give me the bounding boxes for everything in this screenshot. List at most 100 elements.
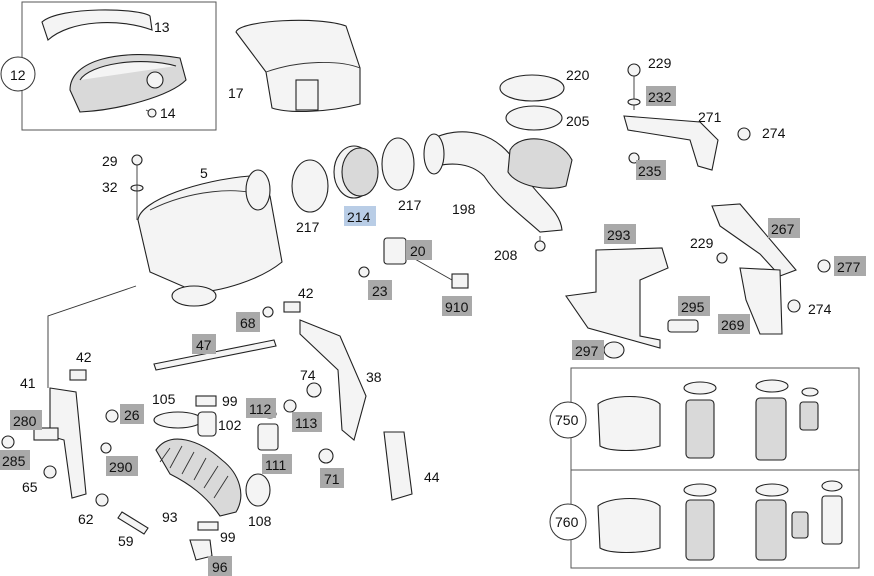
highlight-297 [572,340,604,360]
filter-kit-750-parts [597,379,819,461]
label-293: 293 [607,227,631,243]
highlight-235 [636,160,666,180]
clamp-217a-part [291,159,329,213]
label-59: 59 [118,533,134,549]
clamp-217b-part [381,137,415,191]
label-290: 290 [109,459,133,475]
label-74: 74 [300,367,316,383]
spacer-71-part [318,448,334,464]
sensor-20-part [383,237,407,265]
seal-ring-205-part [505,105,563,131]
highlight-277 [834,256,866,276]
label-99a: 99 [222,393,238,409]
bracket-271-part [623,115,719,171]
bolt-229b-part [716,252,728,264]
label-62: 62 [78,511,94,527]
label-5: 5 [200,165,208,181]
grommet-290-part [100,442,112,454]
label-105: 105 [152,391,176,407]
label-102: 102 [218,417,242,433]
highlight-269 [718,314,750,334]
sensor-111-part [257,423,279,451]
label-71: 71 [324,471,340,487]
label-12: 12 [10,67,26,83]
bolt-29-part [131,154,143,166]
bolt-59-part [117,511,149,535]
sleeve-102-part [197,411,217,437]
bracket-44-part [383,431,413,501]
highlight-295 [678,296,710,316]
rubber-sleeve-214-part [333,145,379,199]
label-217a: 217 [296,219,320,235]
highlight-26 [120,404,144,424]
label-29: 29 [102,153,118,169]
label-220: 220 [566,67,590,83]
label-42a: 42 [298,285,314,301]
bracket-269-part [739,267,783,335]
label-38: 38 [366,369,382,385]
highlight-20 [406,240,432,260]
highlight-280 [10,410,42,430]
screw-23-part [358,266,370,278]
air-filter-housing-5-part [137,169,283,307]
label-96: 96 [212,559,228,575]
highlight-293 [604,224,636,244]
label-68: 68 [240,315,256,331]
clamp-108-part [245,473,271,507]
label-217b: 217 [398,197,422,213]
label-198: 198 [452,201,476,217]
label-229b: 229 [690,235,714,251]
highlight-112 [246,398,276,418]
label-113: 113 [295,415,318,431]
label-280: 280 [13,413,37,429]
clamp-99b-part [197,521,219,531]
label-44: 44 [424,469,440,485]
label-285: 285 [2,453,26,469]
clamp-99a-part [195,395,217,407]
label-267: 267 [771,221,795,237]
label-13: 13 [154,19,170,35]
bolt-285-part [1,435,15,449]
clip-42b-part [69,369,87,381]
label-41: 41 [20,375,36,391]
highlight-71 [320,468,344,488]
label-65: 65 [22,479,38,495]
bolt-274b-part [787,299,801,313]
bracket-280-part [33,427,59,441]
filter-kit-box [570,367,860,569]
label-750: 750 [555,412,579,428]
washer-232-part [627,98,641,106]
corrugated-hose-93-part [155,438,242,517]
bracket-293-part [565,247,669,349]
connector-910-part [451,273,469,289]
highlight-96 [208,556,232,576]
highlight-910 [442,296,472,316]
bracket-267-part [711,203,797,277]
label-214: 214 [347,209,371,225]
label-235: 235 [638,163,662,179]
label-32: 32 [102,179,118,195]
callout-circle-750 [549,401,587,439]
highlight-23 [368,280,392,300]
grommet-74-part [306,382,322,398]
grommet-26-part [105,409,119,423]
label-20: 20 [410,243,426,259]
washer-62-part [95,493,109,507]
bushing-65-part [43,465,57,479]
label-295: 295 [681,299,705,315]
label-910: 910 [445,299,469,315]
strut-47-part [153,339,277,371]
intake-pipe-198-part [423,131,573,233]
highlight-113 [292,412,322,432]
label-277: 277 [837,259,861,275]
screw-14-part [147,108,157,118]
callout-circle-12 [0,56,36,92]
label-297: 297 [575,343,599,359]
seal-ring-220-part [499,74,565,102]
bracket-38-part [299,319,367,441]
highlight-232 [646,86,676,106]
bracket-41-part [49,387,87,499]
air-filter-cover-part [41,9,187,113]
bolt-229a-part [627,63,641,77]
